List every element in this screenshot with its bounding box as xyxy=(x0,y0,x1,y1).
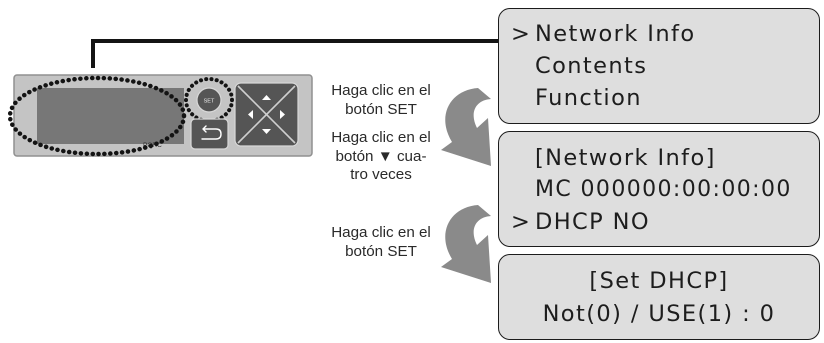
left-arrow-icon xyxy=(248,110,253,119)
curved-arrow-icon xyxy=(441,88,491,166)
pad-divider xyxy=(237,85,296,144)
caption-line: tro veces xyxy=(350,166,412,183)
dhcp-cursor: > xyxy=(511,209,532,235)
dhcp-options-line: Not(0) / USE(1) : 0 xyxy=(542,301,776,327)
caption-line: Haga clic en el xyxy=(331,129,431,146)
dhcp-line: DHCP NO xyxy=(535,209,651,235)
set-button-label: SET xyxy=(204,99,215,105)
back-arrow-icon xyxy=(201,125,222,140)
down-arrow-icon xyxy=(262,129,271,134)
connector-line xyxy=(91,39,507,68)
mac-address-line: MC 000000:00:00:00 xyxy=(535,177,792,202)
lcd-set-dhcp: [Set DHCP] Not(0) / USE(1) : 0 xyxy=(498,254,820,340)
menu-item-function: Function xyxy=(535,85,642,111)
set-dhcp-title: [Set DHCP] xyxy=(589,268,729,294)
up-arrow-icon xyxy=(262,95,271,100)
control-panel: PQRC SET xyxy=(7,74,313,157)
menu-cursor: > xyxy=(511,21,532,47)
caption-line: botón SET xyxy=(345,242,417,260)
caption-line: botón SET xyxy=(345,100,417,118)
menu-item-contents: Contents xyxy=(535,53,648,79)
step-2-caption: Haga clic en el botón ▼ cua- tro veces xyxy=(316,129,446,185)
right-arrow-icon xyxy=(280,110,285,119)
set-button[interactable]: SET xyxy=(196,87,222,113)
display-highlight xyxy=(7,75,187,157)
back-button-face xyxy=(190,118,229,150)
set-button-highlight xyxy=(184,77,234,123)
caption-line: botón ▼ cua- xyxy=(335,147,427,165)
curved-arrow-icon xyxy=(441,205,491,283)
lcd-main-menu: > Network Info Contents Function xyxy=(498,8,820,124)
direction-pad[interactable] xyxy=(234,82,299,147)
set-button-face xyxy=(196,87,222,113)
step-arrow-2 xyxy=(441,205,491,283)
caption-line: Haga clic en el xyxy=(331,82,431,99)
lcd-network-info: [Network Info] MC 000000:00:00:00 > DHCP… xyxy=(498,131,820,247)
caption-line: Haga clic en el xyxy=(331,224,431,241)
step-arrow-1 xyxy=(441,88,491,166)
back-button[interactable] xyxy=(190,118,229,150)
menu-item-network-info: Network Info xyxy=(535,21,696,47)
step-1-caption: Haga clic en el botón SET xyxy=(316,82,446,119)
network-info-title: [Network Info] xyxy=(535,145,716,171)
step-3-caption: Haga clic en el botón SET xyxy=(316,224,446,261)
panel-display xyxy=(37,88,184,144)
